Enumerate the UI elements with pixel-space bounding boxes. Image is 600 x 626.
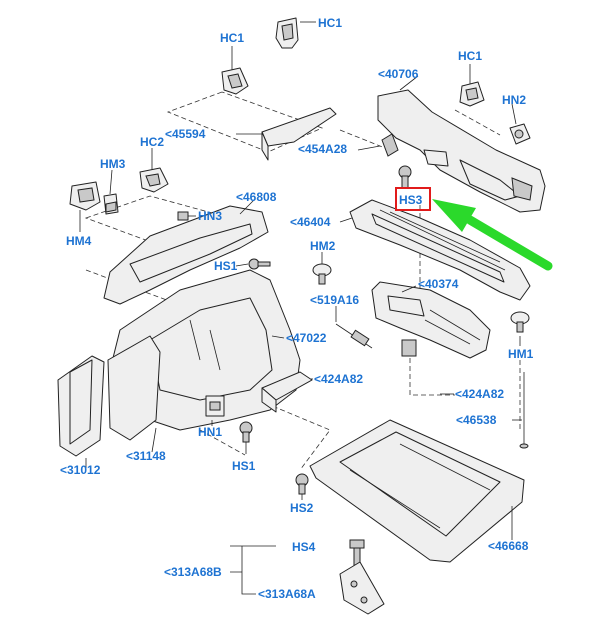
label-31012: <31012 <box>60 463 101 477</box>
nut-hn2[interactable] <box>509 123 531 145</box>
screw-hs1-bottom[interactable] <box>239 421 253 443</box>
part-519a16-rod[interactable] <box>335 323 373 349</box>
label-hs4: HS4 <box>292 540 316 554</box>
pin-hm2[interactable] <box>312 263 332 285</box>
label-313a68a: <313A68A <box>258 587 316 601</box>
label-424a82-left: <424A82 <box>314 372 363 386</box>
screw-hs3[interactable] <box>398 165 412 189</box>
label-519a16: <519A16 <box>310 293 359 307</box>
part-40374-panel[interactable] <box>371 281 491 359</box>
label-47022: <47022 <box>286 331 327 345</box>
label-hn2: HN2 <box>502 93 526 107</box>
label-hs3: HS3 <box>399 193 423 207</box>
part-46404-panel[interactable] <box>349 199 531 301</box>
clip-hc1-top[interactable] <box>275 17 299 49</box>
part-31012-panel[interactable] <box>57 355 105 457</box>
part-40706-panel[interactable] <box>377 89 546 213</box>
clip-hc2[interactable] <box>139 167 169 193</box>
label-hc2: HC2 <box>140 135 164 149</box>
part-45594-trim[interactable] <box>261 107 337 161</box>
label-454a28: <454A28 <box>298 142 347 156</box>
labels: HC1 HC1 HC1 <40706 <45594 <454A28 HN2 HC… <box>60 16 534 601</box>
label-40374: <40374 <box>418 277 459 291</box>
nut-hn1[interactable] <box>205 395 225 417</box>
label-hn3: HN3 <box>198 209 222 223</box>
label-hs1-top: HS1 <box>214 259 238 273</box>
label-hn1: HN1 <box>198 425 222 439</box>
label-46404: <46404 <box>290 215 331 229</box>
label-hm1: HM1 <box>508 347 534 361</box>
label-40706: <40706 <box>378 67 419 81</box>
pointer-arrow <box>432 199 553 271</box>
hs3-highlight-box <box>395 187 431 211</box>
part-46668-shelf[interactable] <box>309 419 525 563</box>
pin-hm1[interactable] <box>510 311 530 333</box>
part-46808-trim[interactable] <box>103 205 269 305</box>
part-454a28-plate[interactable] <box>381 133 399 157</box>
nut-hn3[interactable] <box>177 211 189 221</box>
label-46668: <46668 <box>488 539 529 553</box>
part-31148-trim[interactable] <box>107 335 161 441</box>
label-hs1-bottom: HS1 <box>232 459 256 473</box>
part-313a68a-bracket[interactable] <box>339 561 385 615</box>
clip-hm3[interactable] <box>103 193 119 215</box>
label-31148: <31148 <box>126 449 166 463</box>
clip-hc1-right[interactable] <box>459 81 485 107</box>
label-hc1-left: HC1 <box>220 31 244 45</box>
label-313a68b: <313A68B <box>164 565 222 579</box>
part-46538-rod[interactable] <box>519 372 529 449</box>
label-45594: <45594 <box>165 127 206 141</box>
label-424a82-right: <424A82 <box>455 387 504 401</box>
label-hm4: HM4 <box>66 234 92 248</box>
label-hm3: HM3 <box>100 157 126 171</box>
clip-hm4[interactable] <box>69 181 101 211</box>
leader-lines <box>79 21 522 595</box>
screw-hs1-top[interactable] <box>248 258 271 270</box>
label-hc1-top: HC1 <box>318 16 342 30</box>
label-46538: <46538 <box>456 413 497 427</box>
screw-hs2[interactable] <box>295 473 309 495</box>
label-hm2: HM2 <box>310 239 336 253</box>
label-hc1-right: HC1 <box>458 49 482 63</box>
label-hs2: HS2 <box>290 501 314 515</box>
label-46808: <46808 <box>236 190 277 204</box>
clip-hc1-left[interactable] <box>221 67 249 95</box>
